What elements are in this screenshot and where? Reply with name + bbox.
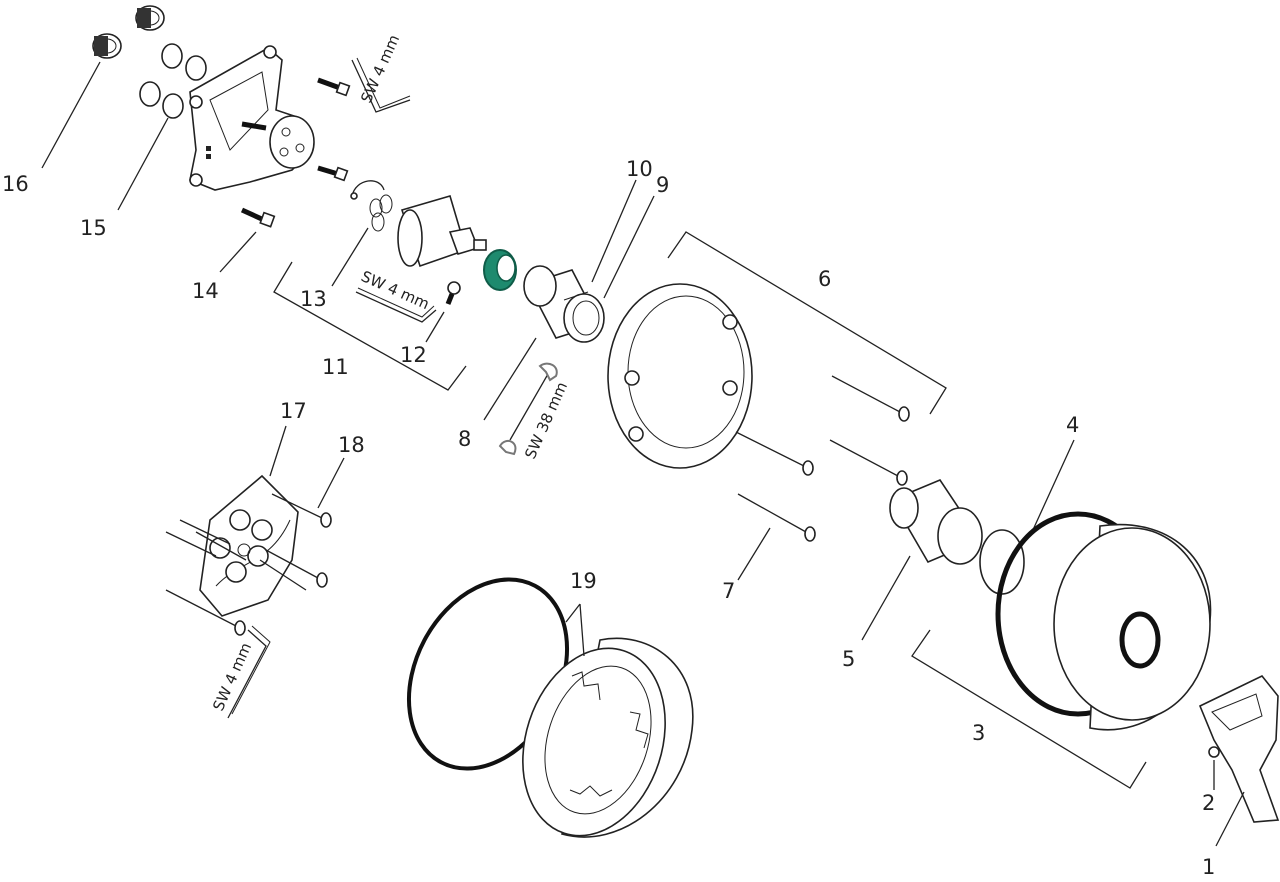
part-1-lever-handle bbox=[1198, 675, 1280, 823]
part-15-o-rings bbox=[139, 43, 207, 119]
leader-10 bbox=[591, 179, 637, 283]
cartridge bbox=[397, 195, 487, 268]
leader-7 bbox=[737, 527, 771, 581]
part-2-set-screw bbox=[1208, 746, 1220, 758]
part-9-10-sleeve bbox=[523, 265, 605, 343]
leader-19 bbox=[565, 603, 585, 657]
part-6-mounting-ring bbox=[607, 283, 753, 469]
callout-15: 15 bbox=[80, 216, 107, 240]
leader-8 bbox=[483, 337, 537, 421]
tool-label-wrench: SW 38 mm bbox=[521, 379, 571, 461]
callout-16: 16 bbox=[2, 172, 29, 196]
callout-17: 17 bbox=[280, 399, 307, 423]
part-18-bracket-screws bbox=[165, 493, 332, 636]
callout-19: 19 bbox=[570, 569, 597, 593]
leader-14 bbox=[219, 231, 257, 273]
tool-label-hex-key-top: SW 4 mm bbox=[357, 32, 403, 106]
leader-16 bbox=[41, 61, 101, 169]
body-screws bbox=[241, 77, 351, 182]
callout-9: 9 bbox=[656, 173, 669, 197]
leader-9 bbox=[603, 195, 655, 299]
part-5-sleeve bbox=[889, 479, 983, 565]
callout-11: 11 bbox=[322, 355, 349, 379]
valve-body bbox=[189, 45, 315, 191]
leader-1 bbox=[1215, 791, 1245, 847]
part-17-mounting-bracket bbox=[199, 474, 299, 617]
part-16-nipples bbox=[92, 5, 165, 59]
leader-18 bbox=[317, 457, 345, 509]
leader-13 bbox=[331, 227, 369, 287]
wrench-tool bbox=[498, 362, 558, 456]
tool-label-hex-key-left: SW 4 mm bbox=[209, 640, 255, 714]
callout-1: 1 bbox=[1202, 855, 1215, 879]
callout-6: 6 bbox=[818, 267, 831, 291]
hex-key-top bbox=[351, 57, 411, 113]
hex-key-left bbox=[227, 625, 271, 719]
part-13-clip bbox=[350, 180, 393, 232]
green-ring bbox=[483, 249, 517, 291]
callout-10: 10 bbox=[626, 157, 653, 181]
part-12-screw bbox=[445, 281, 461, 305]
callout-2: 2 bbox=[1202, 791, 1215, 815]
part-19-gasket-ring bbox=[406, 577, 694, 838]
leader-5 bbox=[861, 555, 911, 641]
callout-5: 5 bbox=[842, 647, 855, 671]
bracket-6 bbox=[667, 231, 947, 415]
callout-8: 8 bbox=[458, 427, 471, 451]
leader-12 bbox=[425, 311, 445, 343]
tool-label-hex-key-mid: SW 4 mm bbox=[358, 267, 432, 313]
leader-4 bbox=[1031, 439, 1075, 533]
callout-13: 13 bbox=[300, 287, 327, 311]
callout-14: 14 bbox=[192, 279, 219, 303]
callout-18: 18 bbox=[338, 433, 365, 457]
callout-4: 4 bbox=[1066, 413, 1079, 437]
long-screws bbox=[735, 375, 910, 542]
callout-3: 3 bbox=[972, 721, 985, 745]
hex-key-mid bbox=[355, 287, 437, 323]
callout-12: 12 bbox=[400, 343, 427, 367]
part-3-trim-plate bbox=[995, 511, 1212, 731]
part-14-screw bbox=[240, 207, 276, 228]
leader-15 bbox=[117, 117, 169, 211]
bracket-11 bbox=[273, 261, 467, 391]
callout-7: 7 bbox=[722, 579, 735, 603]
leader-17 bbox=[269, 425, 287, 477]
bracket-3 bbox=[911, 629, 1147, 789]
